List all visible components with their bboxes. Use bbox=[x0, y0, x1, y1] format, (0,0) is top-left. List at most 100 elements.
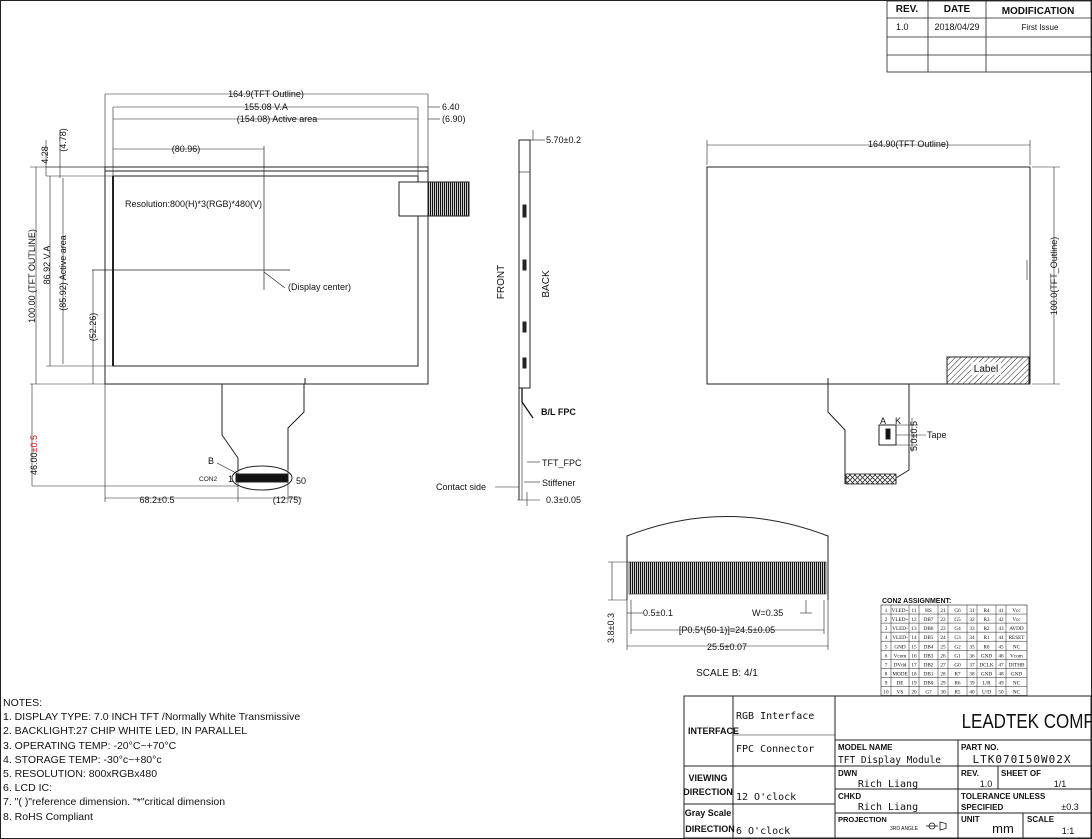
cathode-label: K bbox=[895, 416, 901, 426]
top-offset-2: (4.78) bbox=[58, 128, 68, 152]
con2-pin-number: 1 bbox=[885, 608, 888, 614]
con2-pin-number: 24 bbox=[940, 635, 946, 641]
date-header: DATE bbox=[944, 4, 971, 15]
con2-pin-number: 29 bbox=[940, 680, 946, 686]
con2-pin-signal: R1 bbox=[983, 635, 989, 641]
con2-pin-signal: GND bbox=[981, 653, 992, 659]
center-y-dim: (52.26) bbox=[88, 313, 98, 342]
detail-pitch: [P0.5*(50-1)]=24.5±0.05 bbox=[679, 625, 775, 635]
con2-pin-number: 49 bbox=[998, 680, 1004, 686]
tft-outline bbox=[104, 166, 429, 385]
center-x-dim: (80.96) bbox=[172, 144, 201, 154]
rev-header: REV. bbox=[896, 4, 919, 15]
fpc-length: 46.00±0.5 bbox=[29, 435, 39, 475]
tolerance-label-2: SPECIFIED bbox=[961, 803, 1003, 812]
unit-label: UNIT bbox=[961, 815, 980, 824]
con2-pin-number: 33 bbox=[969, 626, 975, 632]
con2-pin-number: 43 bbox=[998, 626, 1004, 632]
con2-pin-number: 8 bbox=[885, 671, 888, 677]
con2-pin-signal: DCLK bbox=[979, 662, 993, 668]
tolerance-label-1: TOLERANCE UNLESS bbox=[961, 792, 1046, 801]
con2-pin-signal: R0 bbox=[983, 644, 989, 650]
projection-symbol-icon bbox=[926, 821, 947, 831]
projection-value: 3RD ANGLE bbox=[890, 826, 919, 832]
rev-value: 1.0 bbox=[896, 22, 909, 32]
con2-pin-signal: R4 bbox=[983, 608, 989, 614]
con2-pin-signal: NC bbox=[1013, 680, 1021, 686]
con2-pin-signal: NC bbox=[1013, 690, 1021, 696]
note-item: 6. LCD IC: bbox=[3, 782, 53, 795]
part-no: LTK070I50W02X bbox=[972, 753, 1071, 766]
con2-pin-signal: VLED- bbox=[892, 635, 908, 641]
connector-width-dim: (12.75) bbox=[273, 495, 302, 505]
note-item: 3. OPERATING TEMP: -20°C~+70°C bbox=[3, 739, 177, 752]
bl-connector bbox=[427, 181, 470, 217]
con2-pin-number: 13 bbox=[911, 626, 917, 632]
con2-pin-number: 50 bbox=[998, 690, 1004, 696]
con2-pin-number: 35 bbox=[969, 644, 975, 650]
interface-label: INTERFACE bbox=[688, 726, 739, 736]
con2-pin-signal: G5 bbox=[954, 617, 961, 623]
label-b: B bbox=[208, 456, 214, 466]
note-item: 8. RoHS Compliant bbox=[3, 810, 93, 823]
con2-pin-number: 47 bbox=[998, 662, 1004, 668]
con2-pin-number: 23 bbox=[940, 626, 946, 632]
bl-fpc-label: B/L FPC bbox=[541, 407, 576, 417]
con2-pin-number: 38 bbox=[969, 671, 975, 677]
modification-value: First Issue bbox=[1022, 23, 1059, 32]
con2-pin-signal: R7 bbox=[954, 671, 960, 677]
front-label: FRONT bbox=[496, 265, 507, 299]
con2-pin-signal: RESET bbox=[1009, 635, 1026, 641]
con2-pin-number: 22 bbox=[940, 617, 946, 623]
con2-pin-signal: NC bbox=[1013, 644, 1021, 650]
gray-label-1: Gray Scale bbox=[685, 808, 732, 818]
con2-pin-signal: L/R bbox=[982, 680, 991, 686]
detail-width: W=0.35 bbox=[752, 608, 783, 618]
tolerance-value: ±0.3 bbox=[1061, 802, 1078, 812]
con2-pin-number: 40 bbox=[969, 690, 975, 696]
pin-1-label: 1 bbox=[228, 474, 233, 484]
con2-pin-signal: G6 bbox=[954, 608, 961, 614]
note-item: 4. STORAGE TEMP: -30°c~+80°c bbox=[3, 753, 162, 766]
rev-number: 1.0 bbox=[980, 779, 993, 789]
back-view bbox=[706, 140, 1060, 485]
con2-pin-signal: DB1 bbox=[924, 671, 934, 677]
con2-pin-signal: Vcom bbox=[894, 653, 907, 659]
con2-title: CON2 ASSIGNMENT: bbox=[882, 598, 951, 605]
con2-pin-number: 34 bbox=[969, 635, 975, 641]
contact-side-label: Contact side bbox=[436, 482, 486, 492]
note-item: 2. BACKLIGHT:27 CHIP WHITE LED, IN PARAL… bbox=[3, 725, 248, 738]
con2-pin-signal: GND bbox=[1011, 671, 1022, 677]
con2-pin-signal: R6 bbox=[954, 680, 960, 686]
scale-label: SCALE bbox=[1027, 815, 1055, 824]
projection-label: PROJECTION bbox=[838, 815, 887, 824]
con2-pin-number: 16 bbox=[911, 653, 917, 659]
con2-pin-number: 17 bbox=[911, 662, 917, 668]
fpc-length-value: 46.00 bbox=[29, 452, 39, 475]
con2-pin-number: 39 bbox=[969, 680, 975, 686]
con2-pin-number: 19 bbox=[911, 680, 917, 686]
con2-pin-number: 6 bbox=[885, 653, 888, 659]
con2-pin-signal: G4 bbox=[954, 626, 961, 632]
chkd-value: Rich Liang bbox=[858, 802, 918, 813]
con2-pin-signal: U/D bbox=[982, 690, 991, 696]
con2-pin-number: 15 bbox=[911, 644, 917, 650]
con2-pin-number: 18 bbox=[911, 671, 917, 677]
con2-pin-number: 48 bbox=[998, 671, 1004, 677]
back-outline-height: 100.0(TFT_Outline) bbox=[1049, 237, 1059, 316]
con2-pin-signal: G3 bbox=[954, 635, 961, 641]
con2-pin-number: 7 bbox=[885, 662, 888, 668]
notes-title: NOTES: bbox=[3, 697, 43, 709]
con2-pin-signal: DB3 bbox=[924, 653, 934, 659]
right-offset-2: (6.90) bbox=[442, 114, 466, 124]
con2-pin-signal: G7 bbox=[925, 690, 932, 696]
con2-pin-signal: DB5 bbox=[924, 635, 934, 641]
notes: NOTES: 1. DISPLAY TYPE: 7.0 INCH TFT /No… bbox=[3, 696, 300, 824]
dwn-label: DWN bbox=[838, 769, 857, 778]
viewing-label-2: DIRECTION bbox=[683, 787, 733, 797]
con2-pin-signal: R3 bbox=[983, 617, 989, 623]
display-center-label: (Display center) bbox=[288, 282, 351, 292]
con2-pin-number: 12 bbox=[911, 617, 917, 623]
